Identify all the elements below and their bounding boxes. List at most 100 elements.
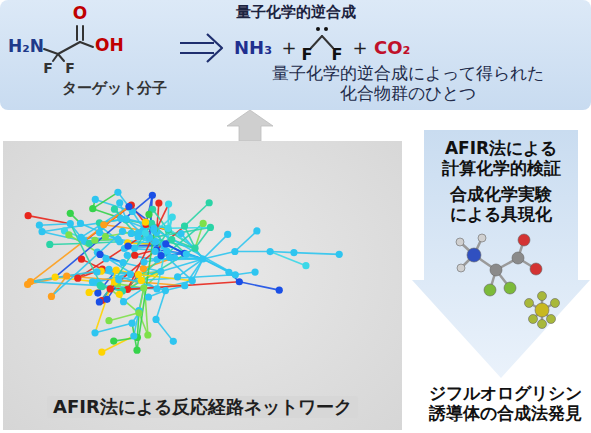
formula-label: CO₂	[374, 38, 410, 59]
network-node	[135, 309, 142, 316]
network-node	[36, 222, 43, 229]
molecule-atom	[484, 284, 496, 296]
network-link	[28, 216, 70, 224]
molecule-atom	[478, 234, 486, 242]
network-node	[168, 236, 175, 243]
network-node	[140, 265, 147, 272]
molecule-atom	[512, 252, 524, 264]
network-node	[151, 248, 158, 255]
network-node	[162, 240, 169, 247]
network-node	[253, 227, 260, 234]
network-node	[102, 255, 109, 262]
network-node	[157, 252, 164, 259]
retrosynthesis-arrow	[180, 34, 222, 62]
molecule-atom	[538, 320, 547, 329]
network-node	[52, 274, 59, 281]
bond-line	[76, 26, 78, 40]
network-node	[91, 329, 98, 336]
network-link	[109, 313, 139, 321]
network-node	[133, 347, 140, 354]
network-node	[114, 189, 121, 196]
network-node	[120, 259, 127, 266]
bond-line	[58, 54, 64, 61]
network-node	[225, 269, 232, 276]
network-link	[235, 231, 257, 252]
network-node	[157, 268, 164, 275]
step-text: AFIR法による 計算化学的検証	[426, 138, 576, 179]
flow-arrow	[227, 110, 273, 141]
molecule-atom	[538, 292, 547, 301]
network-link	[126, 219, 192, 281]
network-node	[96, 298, 103, 305]
network-link	[39, 224, 70, 225]
network-node	[130, 332, 137, 339]
network-node	[63, 272, 70, 279]
network-node	[124, 252, 131, 259]
network-node	[105, 317, 112, 324]
network-node	[125, 203, 132, 210]
plus-sign: +	[352, 38, 367, 59]
network-node	[107, 285, 114, 292]
molecule-atom	[456, 238, 464, 246]
network-node	[150, 225, 157, 232]
network-node	[102, 233, 109, 240]
result-caption: 量子化学的逆合成によって得られた 化合物群のひとつ	[258, 63, 558, 104]
network-node	[48, 293, 55, 300]
bond-line	[311, 36, 322, 48]
network-node	[207, 224, 214, 231]
network-node	[231, 248, 238, 255]
plus-sign: +	[281, 38, 296, 59]
network-node	[142, 219, 149, 226]
network-node	[145, 211, 152, 218]
network-node	[120, 298, 127, 305]
network-link	[156, 291, 165, 320]
arrow-body	[412, 130, 590, 378]
molecule-atom	[525, 299, 534, 308]
network-node	[100, 221, 107, 228]
bond-line	[80, 42, 93, 47]
network-node	[65, 231, 72, 238]
network-link	[294, 253, 339, 255]
network-node	[166, 254, 173, 261]
network-link	[168, 227, 210, 229]
molecule-atom	[535, 303, 549, 317]
network-node	[116, 199, 123, 206]
network-node	[131, 252, 138, 259]
network-node	[206, 199, 213, 206]
network-node	[103, 296, 110, 303]
network-node	[119, 228, 126, 235]
atom-label: O	[73, 4, 87, 24]
bond-line	[44, 49, 58, 54]
network-link	[239, 282, 279, 290]
network-link	[195, 227, 210, 248]
network-link	[203, 234, 228, 259]
network-node	[290, 249, 297, 256]
atom-label: H₂N	[8, 37, 44, 57]
network-node	[267, 248, 274, 255]
network-node	[155, 199, 162, 206]
network-node	[149, 192, 156, 199]
network-node	[224, 231, 231, 238]
network-node	[162, 287, 169, 294]
network-node	[165, 200, 172, 207]
network-node	[151, 226, 158, 233]
network-link	[78, 228, 154, 278]
process-arrow: AFIR法による 計算化学的検証合成化学実験 による具現化	[412, 130, 590, 380]
atom-label: OH	[95, 36, 124, 56]
network-node	[145, 293, 152, 300]
network-node	[169, 213, 176, 220]
network-link	[155, 229, 236, 274]
network-node	[302, 262, 309, 269]
network-node	[135, 234, 142, 241]
molecule-atom	[547, 315, 556, 324]
network-node	[165, 225, 172, 232]
network-node	[92, 196, 99, 203]
network-node	[98, 348, 105, 355]
network-node	[138, 277, 145, 284]
network-node	[144, 331, 151, 338]
step-text: 合成化学実験 による具現化	[426, 184, 576, 225]
network-node	[113, 267, 120, 274]
network-node	[163, 247, 170, 254]
network-node	[131, 245, 138, 252]
